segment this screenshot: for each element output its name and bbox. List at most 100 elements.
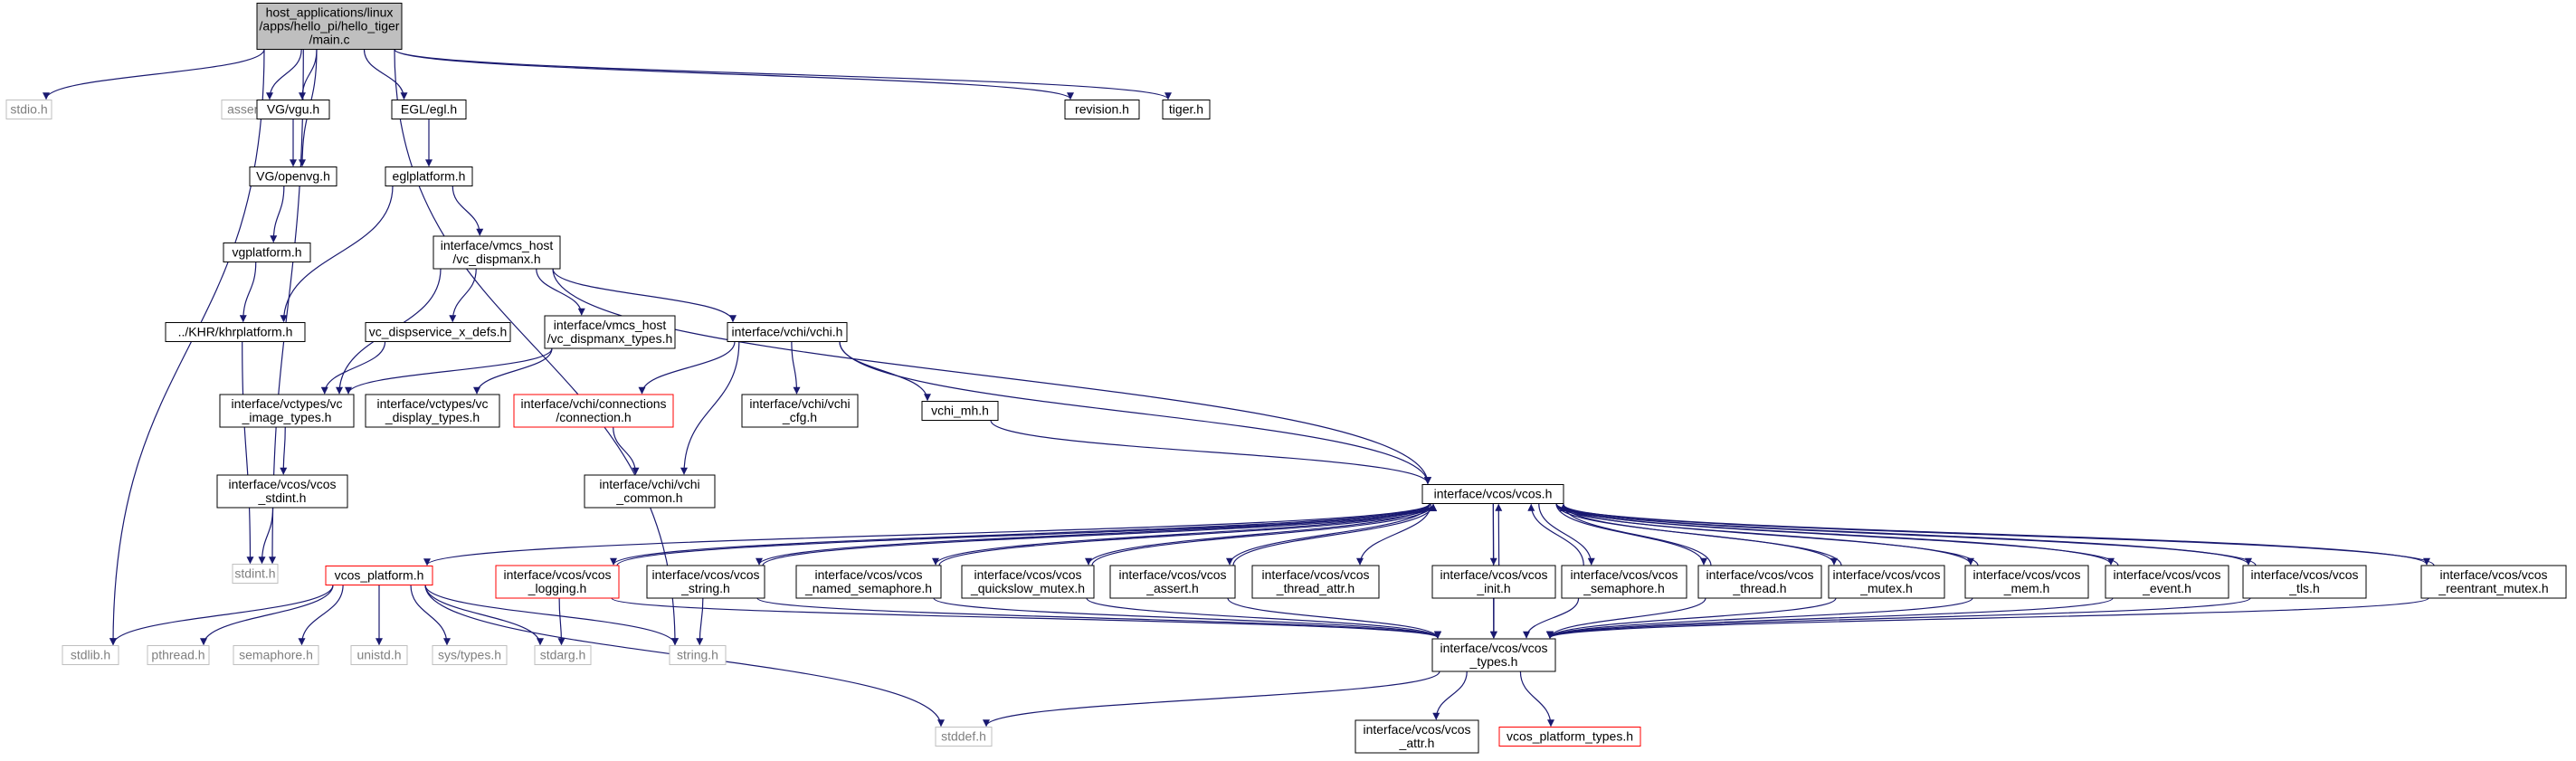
node-eglplatform-h[interactable]: eglplatform.h: [385, 166, 473, 186]
node-vcos-init-h[interactable]: interface/vcos/vcos_init.h: [1431, 565, 1556, 599]
node-box: [249, 166, 337, 186]
node-label-line: sys/types.h: [438, 648, 501, 662]
edge-vcos_thread_h-to-vcos_types_h: [1546, 597, 1706, 639]
node-box: [544, 315, 676, 349]
node-vcos-reentrant-h[interactable]: interface/vcos/vcos_reentrant_mutex.h: [2420, 565, 2567, 599]
node-sys-types-h[interactable]: sys/types.h: [432, 645, 508, 665]
node-label-line: host_applications/linux: [266, 5, 394, 20]
node-box: [646, 565, 765, 599]
edge-vcos_h-to-vcos_logging_h: [610, 503, 1431, 566]
node-string-h[interactable]: string.h: [669, 645, 727, 665]
edge-vchi_h-to-connection_h: [638, 341, 736, 395]
node-semaphore-h[interactable]: semaphore.h: [233, 645, 319, 665]
node-label: interface/vcos/vcos_types.h: [1440, 641, 1547, 669]
edge-vcos_named_sem_h-to-vcos_h: [938, 503, 1437, 566]
node-vg-vgu-h[interactable]: VG/vgu.h: [256, 100, 330, 119]
edge-vc_dispmanx_h-to-vchi_h: [552, 268, 737, 323]
node-vg-openvg-h[interactable]: VG/openvg.h: [249, 166, 337, 186]
node-vcos-platform-h[interactable]: vcos_platform.h: [325, 566, 433, 585]
node-vchi-cfg-h[interactable]: interface/vchi/vchi_cfg.h: [741, 394, 859, 428]
node-stdio-h[interactable]: stdio.h: [5, 100, 52, 119]
node-vgplatform-h[interactable]: vgplatform.h: [223, 243, 311, 262]
node-label-line: semaphore.h: [239, 648, 313, 662]
node-vcos-tls-h[interactable]: interface/vcos/vcos_tls.h: [2242, 565, 2367, 599]
node-vcos-thread-h[interactable]: interface/vcos/vcos_thread.h: [1697, 565, 1822, 599]
node-box: [365, 394, 500, 428]
node-unistd-h[interactable]: unistd.h: [350, 645, 408, 665]
node-label: ../KHR/khrplatform.h: [178, 325, 293, 339]
edge-vcos_mutex_h-to-vcos_types_h: [1546, 597, 1837, 639]
node-label: interface/vmcs_host/vc_dispmanx.h: [441, 238, 554, 266]
node-label: interface/vcos/vcos_mutex.h: [1832, 567, 1940, 595]
edge-vcos_platform_h-to-stdarg_h: [424, 585, 544, 646]
node-vc-dispmanx-h[interactable]: interface/vmcs_host/vc_dispmanx.h: [433, 235, 561, 270]
edge-vcos_logging_h-to-vcos_types_h: [611, 597, 1441, 639]
node-label: stddef.h: [941, 729, 986, 744]
node-label: vcos_platform.h: [335, 568, 424, 583]
node-vc-dispservice-h[interactable]: vc_dispservice_x_defs.h: [365, 322, 511, 342]
node-label: vcos_platform_types.h: [1507, 729, 1633, 744]
node-stdarg-h[interactable]: stdarg.h: [534, 645, 592, 665]
node-stdlib-h[interactable]: stdlib.h: [62, 645, 119, 665]
node-vc-display-types-h[interactable]: interface/vctypes/vc_display_types.h: [365, 394, 500, 428]
node-stddef-h[interactable]: stddef.h: [935, 727, 993, 747]
edge-vc_dispmanx_h-to-vc_dispmanx_types_h: [536, 268, 585, 316]
edge-vchi_h-to-vcos_h: [839, 341, 1431, 485]
node-label: sys/types.h: [438, 648, 501, 662]
edge-vcos_string_h-to-string_h: [696, 597, 704, 646]
edge-main_c-to-stdlib_h: [109, 49, 265, 646]
node-label-line: /connection.h: [556, 410, 631, 424]
node-tiger-h[interactable]: tiger.h: [1162, 100, 1211, 119]
node-vcos-event-h[interactable]: interface/vcos/vcos_event.h: [2105, 565, 2229, 599]
node-vcos-assert-h[interactable]: interface/vcos/vcos_assert.h: [1109, 565, 1236, 599]
node-vcos-stdint-h[interactable]: interface/vcos/vcos_stdint.h: [216, 474, 348, 509]
node-vcos-attr-h[interactable]: interface/vcos/vcos_attr.h: [1355, 719, 1479, 754]
node-vcos-types-h[interactable]: interface/vcos/vcos_types.h: [1431, 638, 1556, 672]
node-vcos-mutex-h[interactable]: interface/vcos/vcos_mutex.h: [1828, 565, 1945, 599]
node-revision-h[interactable]: revision.h: [1064, 100, 1140, 119]
node-box: [1064, 100, 1140, 119]
node-label-line: interface/vcos/vcos: [2250, 567, 2358, 582]
node-vchi-mh-h[interactable]: vchi_mh.h: [921, 401, 999, 421]
node-label-line: string.h: [677, 648, 718, 662]
node-pthread-h[interactable]: pthread.h: [147, 645, 210, 665]
edge-vcos_assert_h-to-vcos_h: [1232, 503, 1437, 566]
node-vcos-logging-h[interactable]: interface/vcos/vcos_logging.h: [495, 565, 620, 599]
node-label-line: EGL/egl.h: [401, 102, 457, 117]
node-box: [584, 474, 716, 509]
node-vcos-semaphore-h[interactable]: interface/vcos/vcos_semaphore.h: [1561, 565, 1687, 599]
node-stdint-h[interactable]: stdint.h: [232, 564, 279, 584]
node-vcos-named-sem-h[interactable]: interface/vcos/vcos_named_semaphore.h: [795, 565, 942, 599]
node-box: [165, 322, 306, 342]
node-vc-dispmanx-types-h[interactable]: interface/vmcs_host/vc_dispmanx_types.h: [544, 315, 676, 349]
node-label-line: _image_types.h: [242, 410, 332, 424]
node-vcos-mem-h[interactable]: interface/vcos/vcos_mem.h: [1964, 565, 2089, 599]
node-label-line: ../KHR/khrplatform.h: [178, 325, 293, 339]
node-vcos-platform-types-h[interactable]: vcos_platform_types.h: [1498, 727, 1641, 747]
node-box: [5, 100, 52, 119]
node-vcos-h[interactable]: interface/vcos/vcos.h: [1421, 484, 1564, 504]
node-box: [669, 645, 727, 665]
node-label-line: _init.h: [1476, 581, 1510, 595]
node-label: interface/vchi/vchi_cfg.h: [749, 396, 850, 424]
node-box: [432, 645, 508, 665]
edge-main_c-to-vg_vgu_h: [299, 49, 318, 100]
node-egl-egl-h[interactable]: EGL/egl.h: [391, 100, 467, 119]
node-vchi-common-h[interactable]: interface/vchi/vchi_common.h: [584, 474, 716, 509]
node-label-line: _assert.h: [1145, 581, 1199, 595]
node-vcos-quickslow-h[interactable]: interface/vcos/vcos_quickslow_mutex.h: [961, 565, 1095, 599]
node-vc-image-types-h[interactable]: interface/vctypes/vc_image_types.h: [219, 394, 355, 428]
node-connection-h[interactable]: interface/vchi/connections/connection.h: [513, 394, 674, 428]
edge-vcos_reentrant_h-to-vcos_types_h: [1546, 597, 2429, 639]
node-vcos-string-h[interactable]: interface/vcos/vcos_string.h: [646, 565, 765, 599]
edge-vcos_platform_h-to-string_h: [424, 585, 679, 646]
node-label-line: vcos_platform_types.h: [1507, 729, 1633, 744]
node-vcos-thread-attr-h[interactable]: interface/vcos/vcos_thread_attr.h: [1251, 565, 1380, 599]
edge-vc_dispmanx_types_h-to-vc_image_types_h: [345, 347, 553, 395]
edge-vcos_assert_h-to-vcos_types_h: [1227, 597, 1441, 639]
node-label-line: revision.h: [1075, 102, 1129, 117]
node-vchi-h[interactable]: interface/vchi/vchi.h: [727, 322, 848, 342]
node-label-line: _event.h: [2142, 581, 2191, 595]
node-label-line: interface/vcos/vcos: [1261, 567, 1369, 582]
node-khrplatform-h[interactable]: ../KHR/khrplatform.h: [165, 322, 306, 342]
